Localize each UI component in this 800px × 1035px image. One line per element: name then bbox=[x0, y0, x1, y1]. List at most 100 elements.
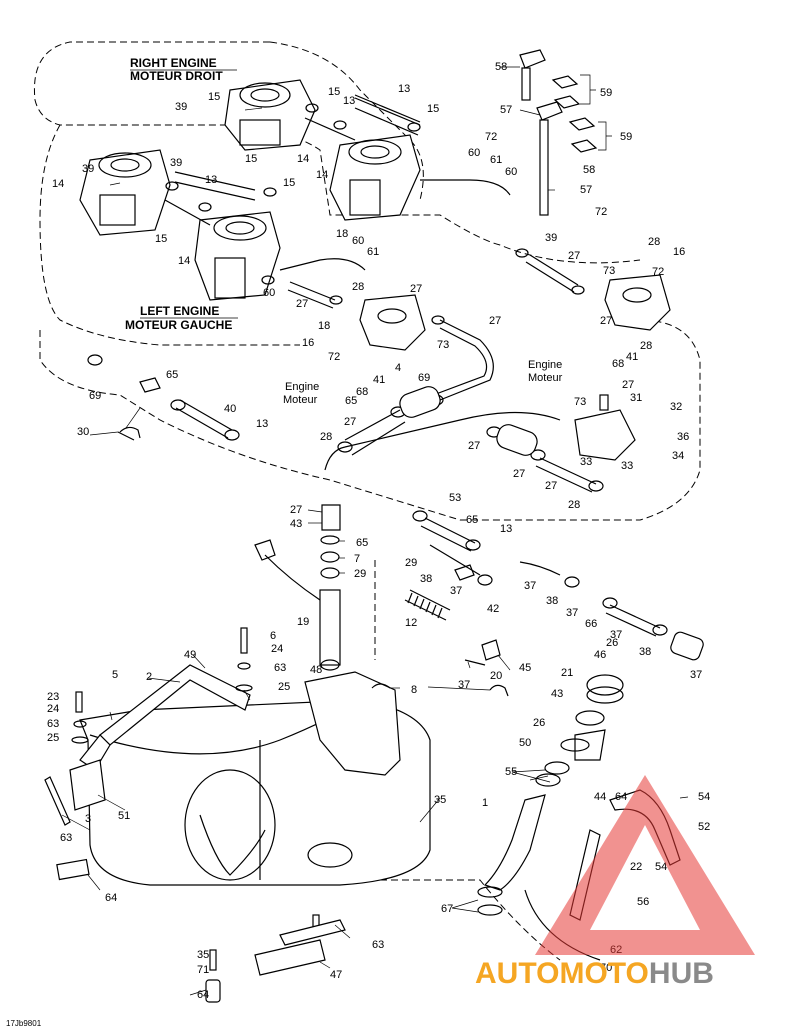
callout-number: 26 bbox=[606, 637, 618, 649]
fuel-sensor-wire bbox=[254, 539, 321, 601]
callout-number: 48 bbox=[310, 664, 322, 676]
callout-number: 69 bbox=[89, 390, 101, 402]
callout-number: 40 bbox=[224, 403, 236, 415]
callout-number: 16 bbox=[673, 246, 685, 258]
callout-number: 7 bbox=[354, 553, 360, 565]
left-engine-hose bbox=[174, 171, 256, 201]
right-engine-hose-2 bbox=[304, 117, 356, 141]
primer-knob-lower bbox=[536, 101, 563, 216]
callout-number: 15 bbox=[283, 177, 295, 189]
outlet-fitting bbox=[670, 631, 704, 661]
callout-number: 28 bbox=[648, 236, 660, 248]
clamps bbox=[87, 103, 668, 636]
filler-ring bbox=[575, 710, 605, 726]
filler-neck bbox=[574, 729, 606, 761]
callout-number: 2 bbox=[146, 671, 152, 683]
callout-number: 63 bbox=[47, 718, 59, 730]
callout-number: 35 bbox=[434, 794, 446, 806]
callout-number: 41 bbox=[373, 374, 385, 386]
tie-21 bbox=[464, 659, 486, 666]
callout-number: 29 bbox=[354, 568, 366, 580]
callout-number: 37 bbox=[610, 629, 622, 641]
washer-25b bbox=[73, 720, 87, 728]
left-engine-carburetor-front bbox=[79, 149, 171, 236]
callout-number: 15 bbox=[245, 153, 257, 165]
callout-number: 22 bbox=[630, 861, 642, 873]
pad bbox=[56, 858, 90, 881]
callout-number: 49 bbox=[184, 649, 196, 661]
callout-number: 59 bbox=[600, 87, 612, 99]
callout-number: 27 bbox=[622, 379, 634, 391]
callout-number: 60 bbox=[352, 235, 364, 247]
engine-label-right-en: Engine bbox=[528, 359, 562, 371]
callout-number: 46 bbox=[594, 649, 606, 661]
callout-number: 13 bbox=[398, 83, 410, 95]
callout-number: 27 bbox=[545, 480, 557, 492]
right-engine-carburetor-rear bbox=[329, 134, 421, 221]
callout-number: 13 bbox=[256, 418, 268, 430]
callout-number: 65 bbox=[356, 537, 368, 549]
callout-number: 33 bbox=[621, 460, 633, 472]
callout-number: 63 bbox=[372, 939, 384, 951]
watermark-part1: AUTOMOTO bbox=[475, 957, 649, 990]
callout-number: 27 bbox=[410, 283, 422, 295]
filler-hose bbox=[483, 794, 546, 891]
callout-number: 60 bbox=[505, 166, 517, 178]
callout-number: 60 bbox=[468, 147, 480, 159]
callout-number: 31 bbox=[630, 392, 642, 404]
fuel-pump-left bbox=[359, 294, 426, 351]
callout-number: 15 bbox=[155, 233, 167, 245]
ribbed-hose bbox=[404, 589, 451, 621]
fuel-filter-2 bbox=[496, 424, 538, 456]
callout-number: 27 bbox=[568, 250, 580, 262]
callout-number: 64 bbox=[615, 791, 627, 803]
callout-number: 66 bbox=[585, 618, 597, 630]
callout-number: 4 bbox=[395, 362, 401, 374]
callout-number: 13 bbox=[205, 174, 217, 186]
callout-number: 30 bbox=[77, 426, 89, 438]
callout-number: 13 bbox=[343, 95, 355, 107]
callout-number: 38 bbox=[546, 595, 558, 607]
callout-number: 67 bbox=[441, 903, 453, 915]
callout-number: 69 bbox=[418, 372, 430, 384]
left-engine-title-fr: MOTEUR GAUCHE bbox=[125, 318, 232, 332]
callout-number: 38 bbox=[639, 646, 651, 658]
filler-cap bbox=[586, 674, 624, 704]
callout-number: 26 bbox=[533, 717, 545, 729]
callout-number: 39 bbox=[170, 157, 182, 169]
callout-number: 36 bbox=[677, 431, 689, 443]
washer-26a bbox=[235, 684, 253, 692]
callout-number: 57 bbox=[500, 104, 512, 116]
callout-number: 37 bbox=[690, 669, 702, 681]
fitting-42 bbox=[454, 564, 475, 581]
support-block bbox=[254, 939, 326, 976]
callout-number: 68 bbox=[612, 358, 624, 370]
callout-number: 58 bbox=[583, 164, 595, 176]
tank-support-bracket bbox=[69, 759, 106, 811]
callout-number: 15 bbox=[427, 103, 439, 115]
fuel-pickup-standpipe bbox=[319, 504, 341, 671]
callout-number: 33 bbox=[580, 456, 592, 468]
callout-number: 39 bbox=[175, 101, 187, 113]
callout-number: 39 bbox=[545, 232, 557, 244]
callout-number: 44 bbox=[594, 791, 606, 803]
neck-gasket bbox=[560, 738, 590, 752]
callout-number: 73 bbox=[574, 396, 586, 408]
right-engine-title-en: RIGHT ENGINE bbox=[130, 56, 217, 70]
callout-number: 60 bbox=[263, 287, 275, 299]
right-engine-hose bbox=[354, 97, 421, 136]
callout-number: 24 bbox=[271, 643, 283, 655]
callout-number: 71 bbox=[197, 964, 209, 976]
clamp-43 bbox=[489, 684, 509, 697]
right-engine-title-fr: MOTEUR DROIT bbox=[130, 69, 223, 83]
engine-label-right-fr: Moteur bbox=[528, 372, 563, 384]
callout-number: 28 bbox=[352, 281, 364, 293]
clamp-40 bbox=[117, 426, 141, 441]
lower-loop bbox=[39, 319, 701, 521]
callout-number: 56 bbox=[637, 896, 649, 908]
callout-number: 27 bbox=[468, 440, 480, 452]
lower-hose-clamps bbox=[477, 886, 503, 916]
callout-number: 61 bbox=[490, 154, 502, 166]
left-engine-hose-2 bbox=[164, 199, 211, 226]
callout-number: 28 bbox=[640, 340, 652, 352]
